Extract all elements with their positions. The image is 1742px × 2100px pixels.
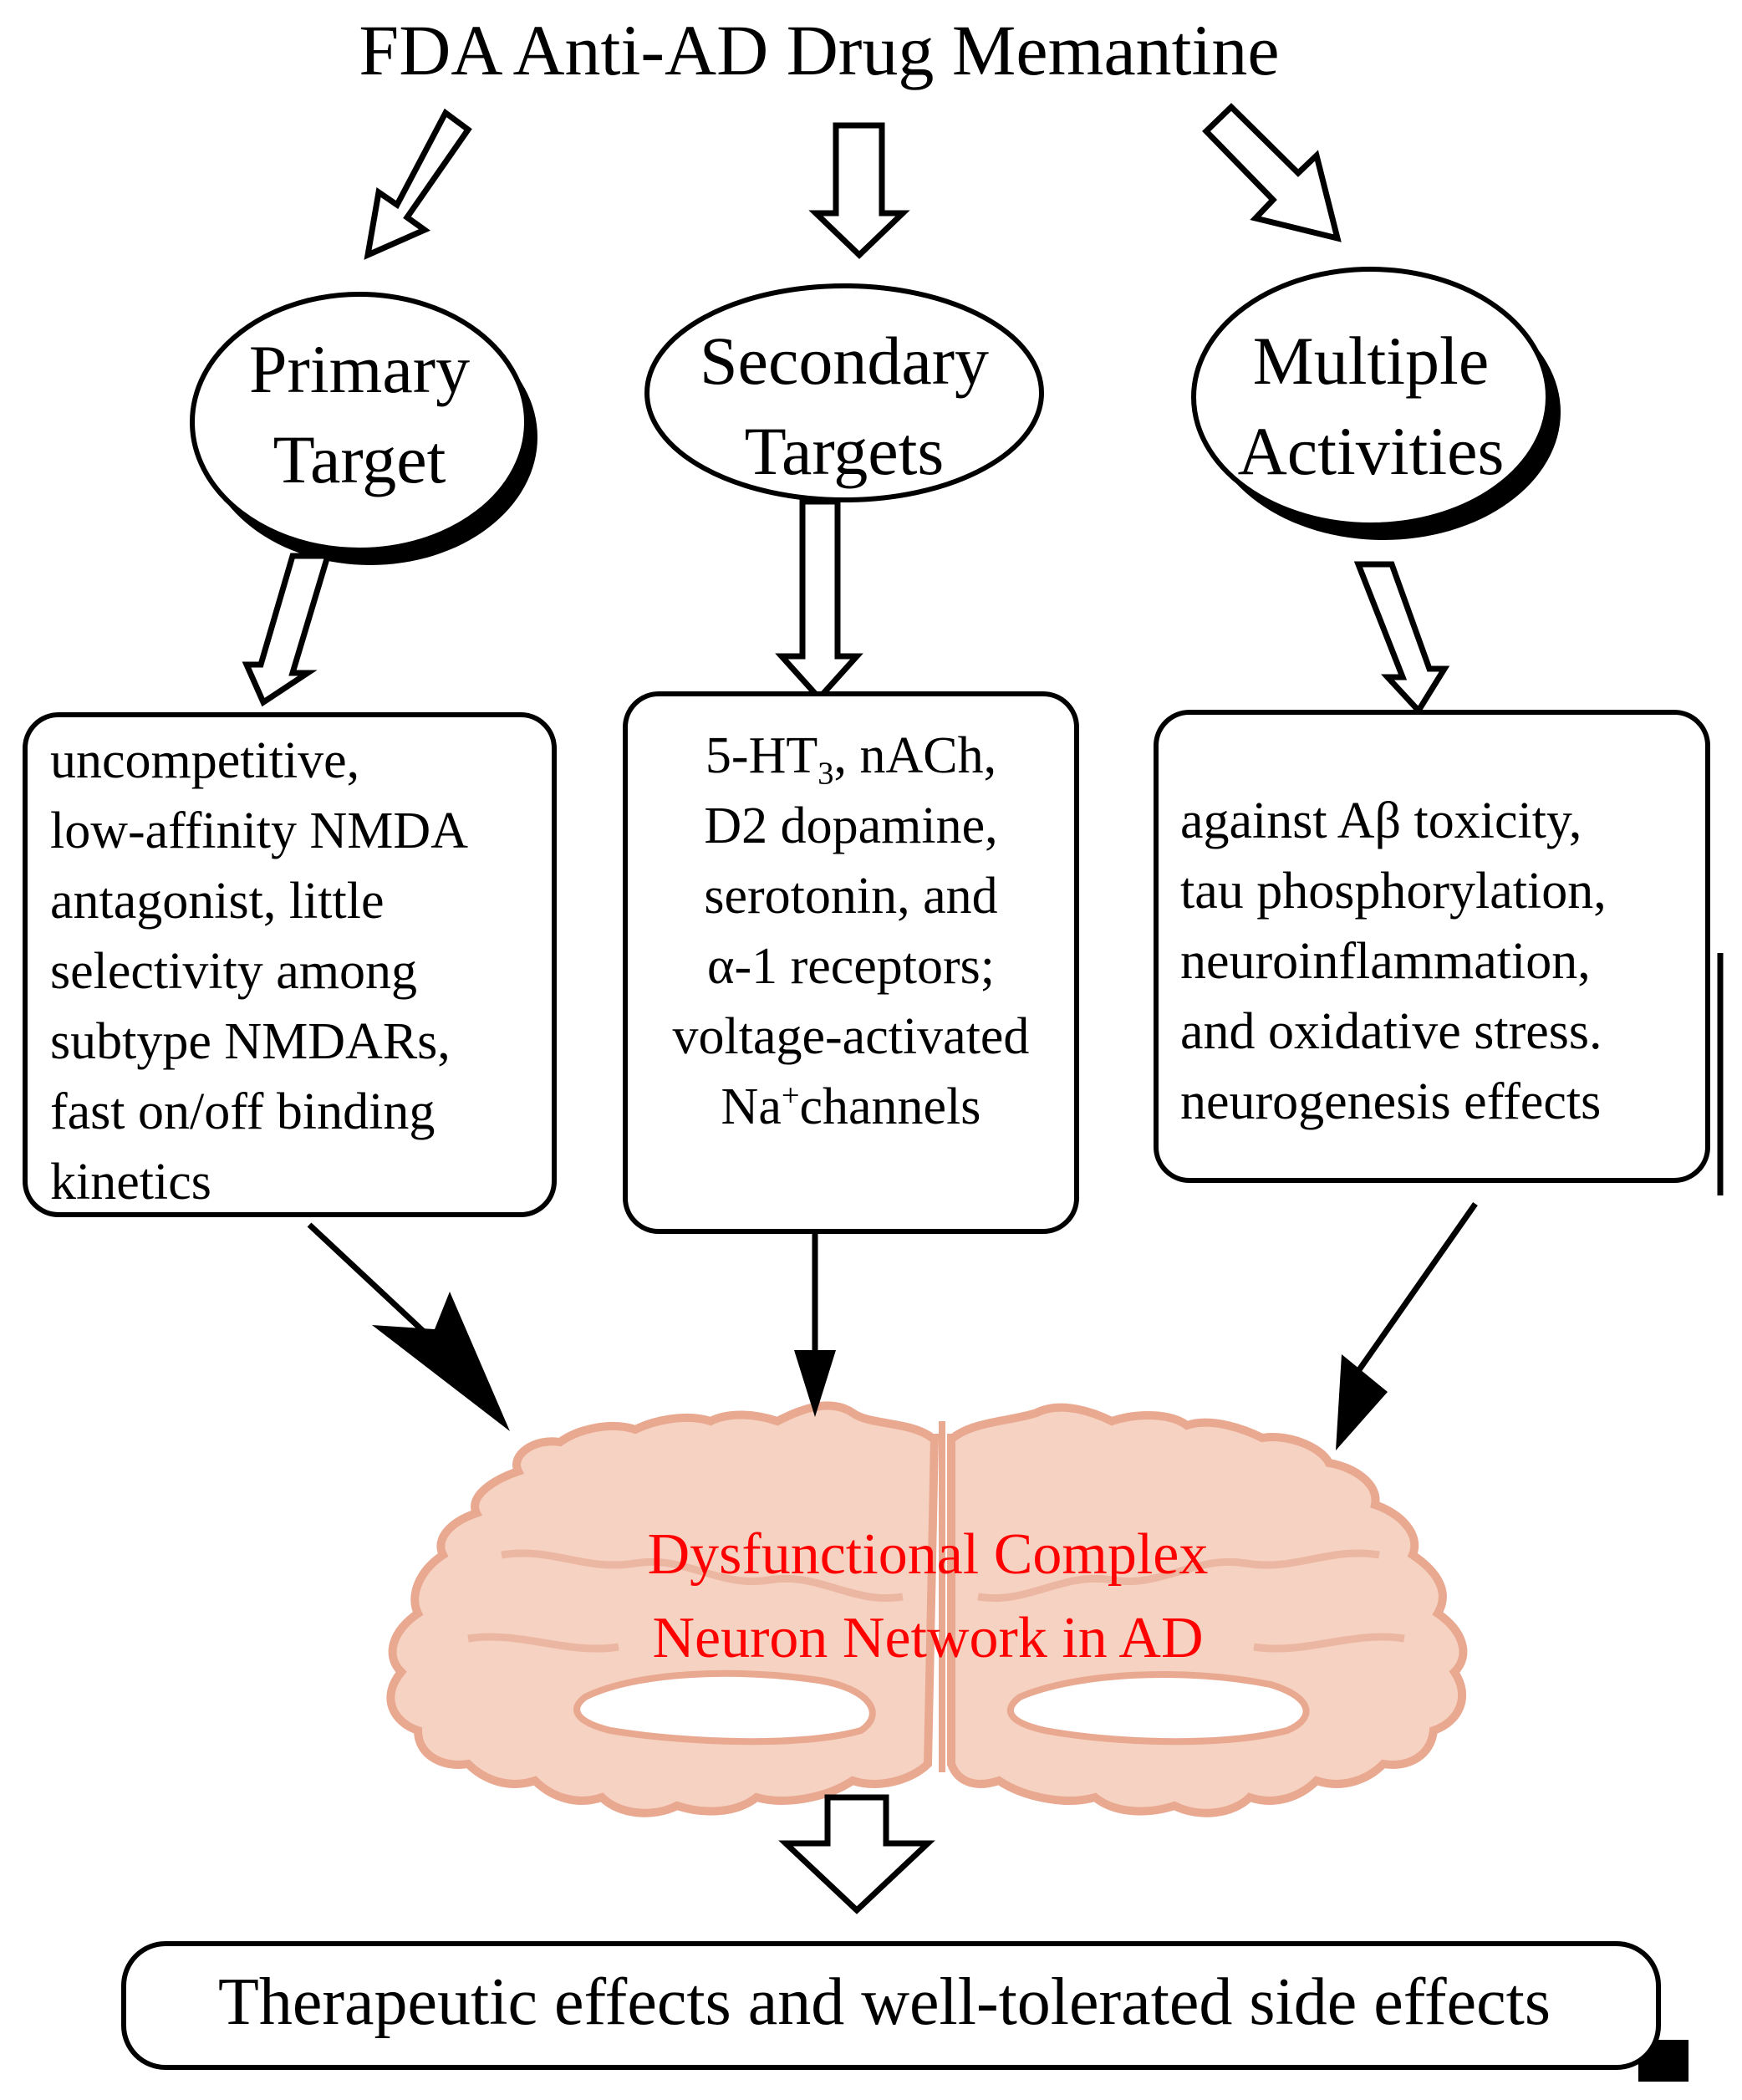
multiple-detail-line: and oxidative stress. [1180,1003,1602,1060]
ellipse-primary [190,292,537,565]
hollow-arrow-to-primary [364,108,472,260]
brain-label-line2: Neuron Network in AD [652,1606,1204,1670]
outcome-box [121,1941,1661,2070]
hollow-arrow-to-secondary [808,122,910,259]
hollow-arrow-to-outcome [778,1794,935,1914]
ellipse-multiple [1191,267,1561,540]
secondary-detail-line: Na+channels [721,1078,981,1135]
primary-detail-line: low-affinity NMDA [50,803,468,859]
primary-label-line1: Primary [248,331,471,407]
multiple-detail-line: neurogenesis effects [1180,1073,1602,1130]
primary-details-text: uncompetitive, low-affinity NMDA antagon… [50,726,468,1217]
multiple-detail-line: against Aβ toxicity, [1180,793,1582,849]
box-secondary-details [623,691,1079,1234]
outcome-text: Therapeutic effects and well-tolerated s… [217,1965,1551,2039]
primary-detail-line: subtype NMDARs, [50,1013,451,1070]
multiple-label-line1: Multiple [1252,323,1490,399]
secondary-detail-line: voltage-activated [672,1008,1030,1065]
hollow-arrow-secondary-to-box [775,498,863,703]
primary-detail-line: fast on/off binding [50,1083,436,1140]
secondary-detail-line: serotonin, and [704,868,998,925]
secondary-label-line1: Secondary [699,323,990,399]
arrow-primary-to-brain [307,1222,510,1431]
secondary-detail-line: α-1 receptors; [706,938,996,995]
brain-ventricle-left [573,1669,876,1746]
multiple-label-line2: Activities [1237,413,1505,489]
primary-detail-line: antagonist, little [50,873,385,930]
multiple-detail-line: tau phosphorylation, [1180,863,1607,920]
secondary-details-text: 5-HT3, nACh, D2 dopamine, serotonin, and… [631,721,1071,1142]
secondary-detail-line: 5-HT3, nACh, [705,727,997,792]
brain-ventricle-right [1006,1671,1310,1746]
multiple-details-text: against Aβ toxicity, tau phosphorylation… [1180,786,1607,1137]
brain-illustration [386,1401,1468,1817]
primary-label-line2: Target [273,421,446,497]
brain-label-line1: Dysfunctional Complex [647,1522,1209,1587]
diagram-title: FDA Anti-AD Drug Memantine [359,10,1280,90]
secondary-targets-label: Secondary Targets [647,316,1042,497]
hollow-arrow-to-multiple [1202,103,1342,242]
primary-target-label: Primary Target [192,324,527,505]
primary-detail-line: selectivity among [50,943,418,1000]
secondary-label-line2: Targets [744,413,945,489]
primary-detail-line: uncompetitive, [50,732,360,789]
box-primary-details [23,712,557,1217]
arrow-secondary-to-brain [794,1233,836,1417]
box-multiple-details [1154,710,1710,1183]
multiple-detail-line: neuroinflammation, [1180,933,1591,990]
ellipse-secondary [644,283,1044,502]
brain-inner-folds [467,1549,1405,1653]
secondary-detail-line: D2 dopamine, [704,798,998,854]
brain-network-label: Dysfunctional Complex Neuron Network in … [468,1513,1388,1680]
hollow-arrow-primary-to-box [242,553,332,707]
arrow-multiple-to-brain [1336,1201,1478,1450]
hollow-arrow-multiple-to-box [1353,561,1450,716]
multiple-activities-label: Multiple Activities [1194,316,1548,497]
primary-detail-line: kinetics [50,1154,211,1211]
